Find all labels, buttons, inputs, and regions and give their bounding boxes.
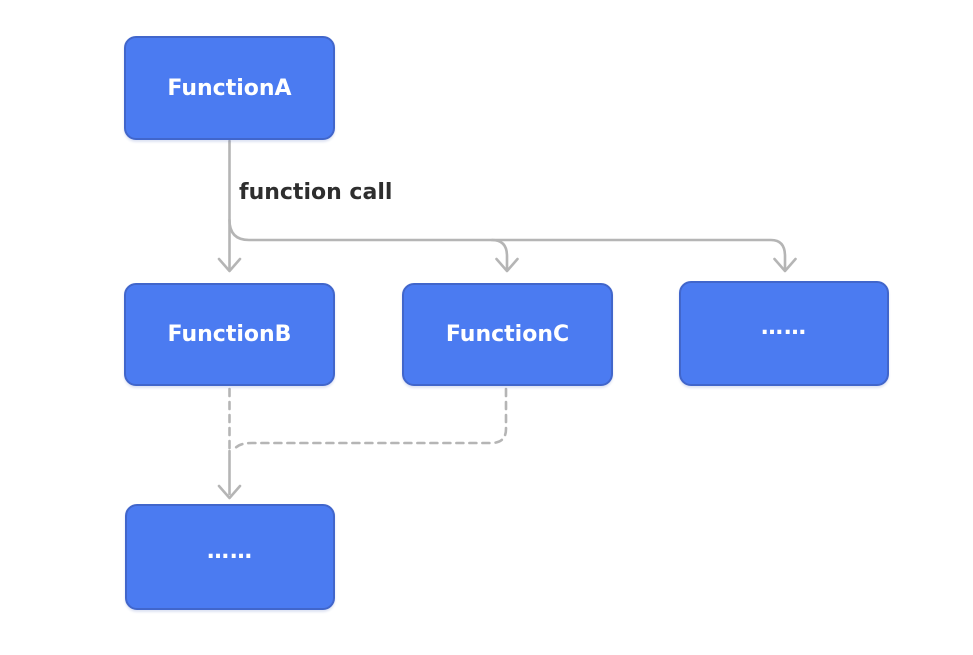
node-others-bottom: …… (125, 504, 335, 610)
node-function-b-label: FunctionB (167, 322, 292, 347)
node-function-c: FunctionC (402, 283, 613, 386)
arrowhead-others-top (773, 257, 797, 273)
arrow-a-branch-line (228, 218, 787, 270)
dashed-arrows (228, 387, 508, 454)
arrowhead-others-bottom (217, 484, 242, 500)
node-function-a: FunctionA (124, 36, 335, 140)
node-others-top: …… (679, 281, 889, 386)
edge-label-function-call: function call (239, 180, 393, 205)
arrowhead-c (495, 257, 519, 273)
node-function-c-label: FunctionC (445, 322, 570, 347)
arrow-a-to-c-line (490, 238, 509, 270)
node-others-bottom-label: …… (207, 538, 253, 564)
dashed-c-line (231, 387, 508, 454)
node-others-top-label: …… (761, 315, 807, 340)
node-function-b: FunctionB (124, 283, 335, 386)
arrowhead-b (217, 257, 242, 273)
node-function-a-label: FunctionA (167, 75, 292, 101)
